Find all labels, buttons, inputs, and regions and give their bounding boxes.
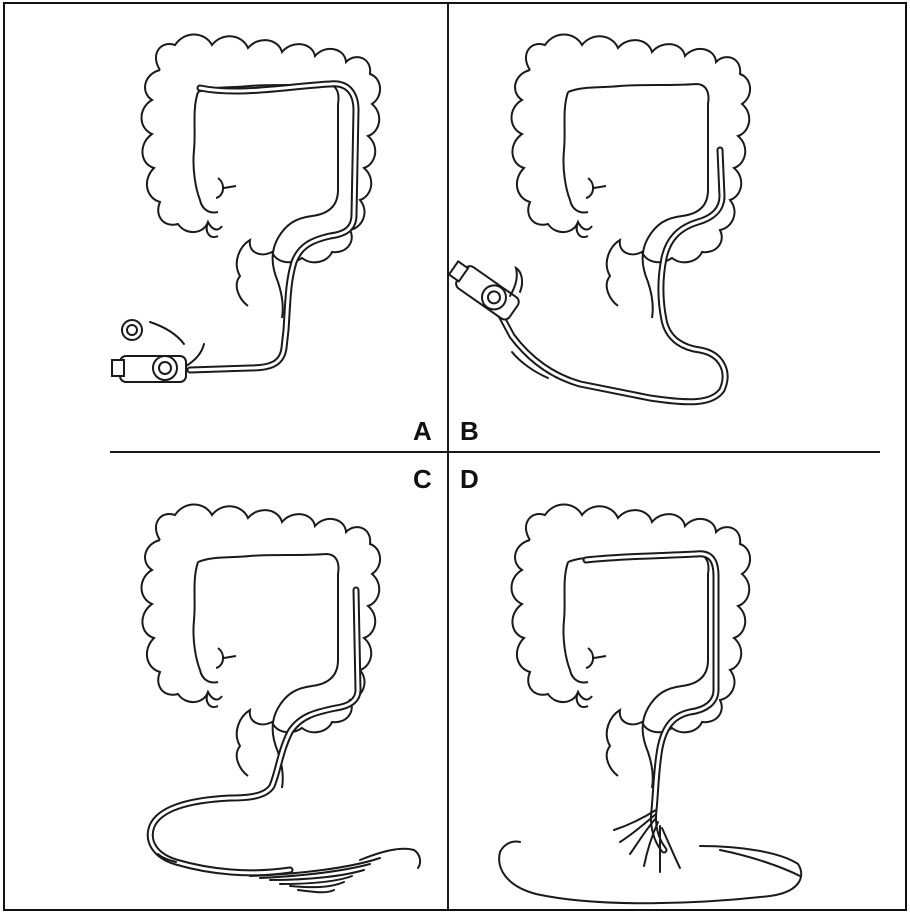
panel-label-d: D xyxy=(460,466,479,492)
panel-label-c: C xyxy=(413,466,432,492)
panel-label-a: A xyxy=(413,418,432,444)
panel-b xyxy=(446,34,750,401)
panel-d xyxy=(499,504,801,903)
panel-label-b: B xyxy=(460,418,479,444)
panel-a xyxy=(112,34,380,382)
panel-c xyxy=(142,504,421,892)
